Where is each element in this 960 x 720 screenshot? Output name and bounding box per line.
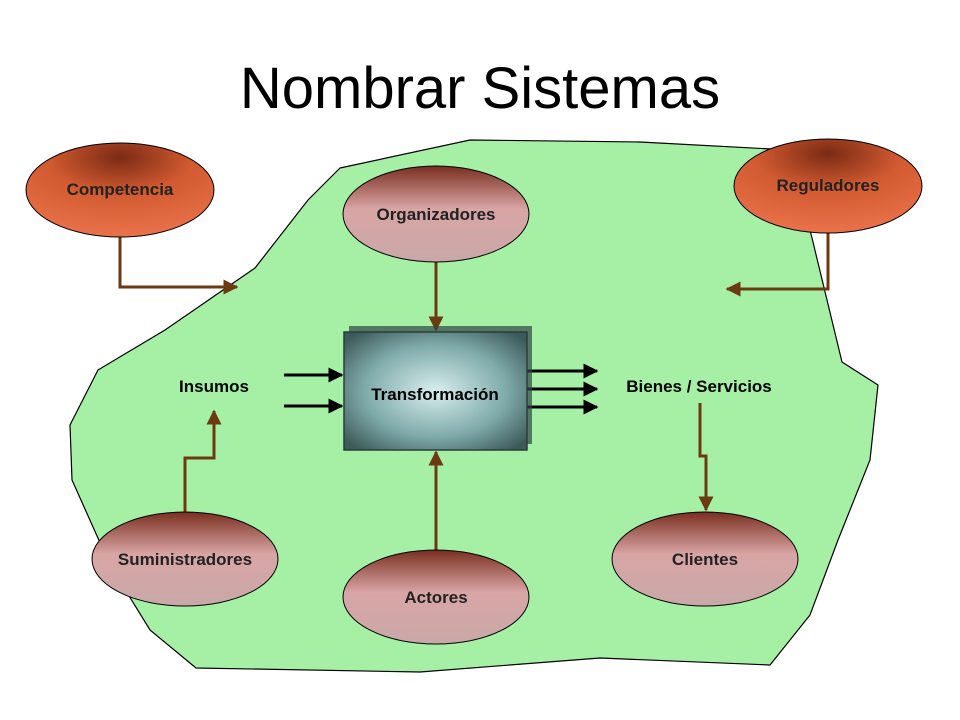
- transformacion-label: Transformación: [371, 385, 499, 404]
- clientes-label: Clientes: [672, 550, 738, 569]
- reguladores-label: Reguladores: [777, 176, 880, 195]
- suministradores-label: Suministradores: [118, 550, 252, 569]
- page-title: Nombrar Sistemas: [239, 56, 721, 121]
- competencia-arrow: [118, 237, 239, 295]
- actores-label: Actores: [404, 588, 467, 607]
- reguladores-node: Reguladores: [733, 138, 923, 234]
- bienes-servicios-label: Bienes / Servicios: [626, 377, 772, 396]
- clientes-arrow: [698, 403, 714, 512]
- competencia-label: Competencia: [67, 180, 174, 199]
- suministradores-node: Suministradores: [91, 511, 279, 607]
- actores-node: Actores: [342, 549, 530, 645]
- clientes-node: Clientes: [611, 511, 799, 607]
- competencia-node: Competencia: [25, 142, 215, 238]
- organizadores-node: Organizadores: [342, 165, 530, 263]
- reguladores-arrow: [725, 233, 830, 297]
- transformacion-box: Transformación: [343, 326, 532, 451]
- organizadores-label: Organizadores: [376, 205, 495, 224]
- suministradores-arrow: [183, 409, 222, 512]
- insumos-label: Insumos: [179, 377, 249, 396]
